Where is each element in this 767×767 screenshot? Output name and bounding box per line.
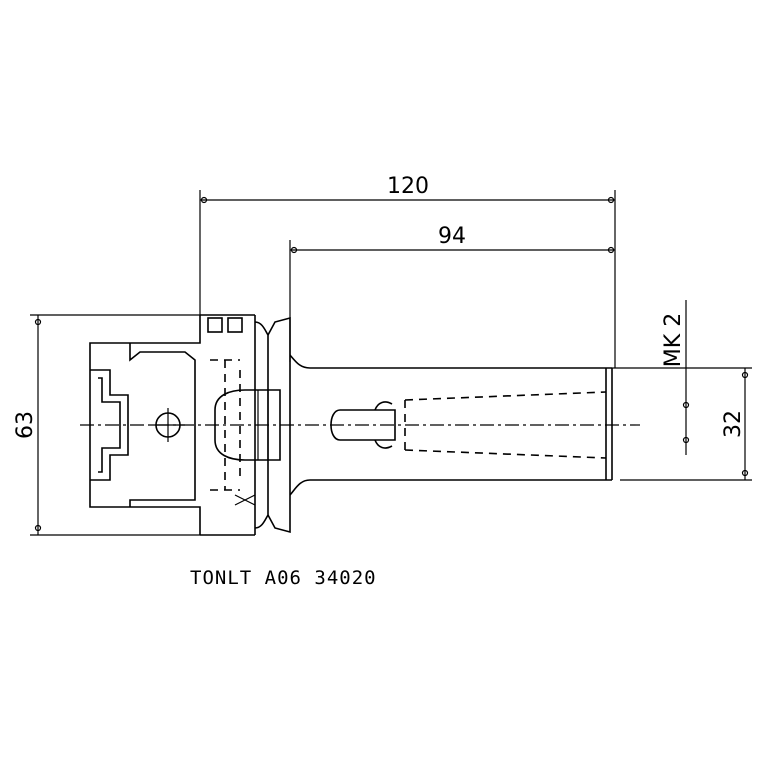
taper-callout: MK 2 bbox=[661, 300, 690, 455]
overall-length-label: 120 bbox=[387, 174, 429, 199]
taper-shank bbox=[289, 354, 700, 496]
dimension-shank-diameter: 32 bbox=[620, 367, 752, 481]
shank-diameter-label: 32 bbox=[721, 410, 746, 438]
tool-holder-body bbox=[80, 314, 700, 536]
dimension-shank-length: 94 bbox=[289, 224, 615, 362]
part-number-caption: TONLT A06 34020 bbox=[190, 567, 377, 589]
shank-length-label: 94 bbox=[438, 224, 466, 249]
dimension-overall-length: 120 bbox=[199, 174, 616, 368]
dimension-flange-diameter: 63 bbox=[13, 314, 200, 536]
flange-diameter-label: 63 bbox=[13, 411, 38, 439]
taper-label: MK 2 bbox=[661, 313, 686, 367]
